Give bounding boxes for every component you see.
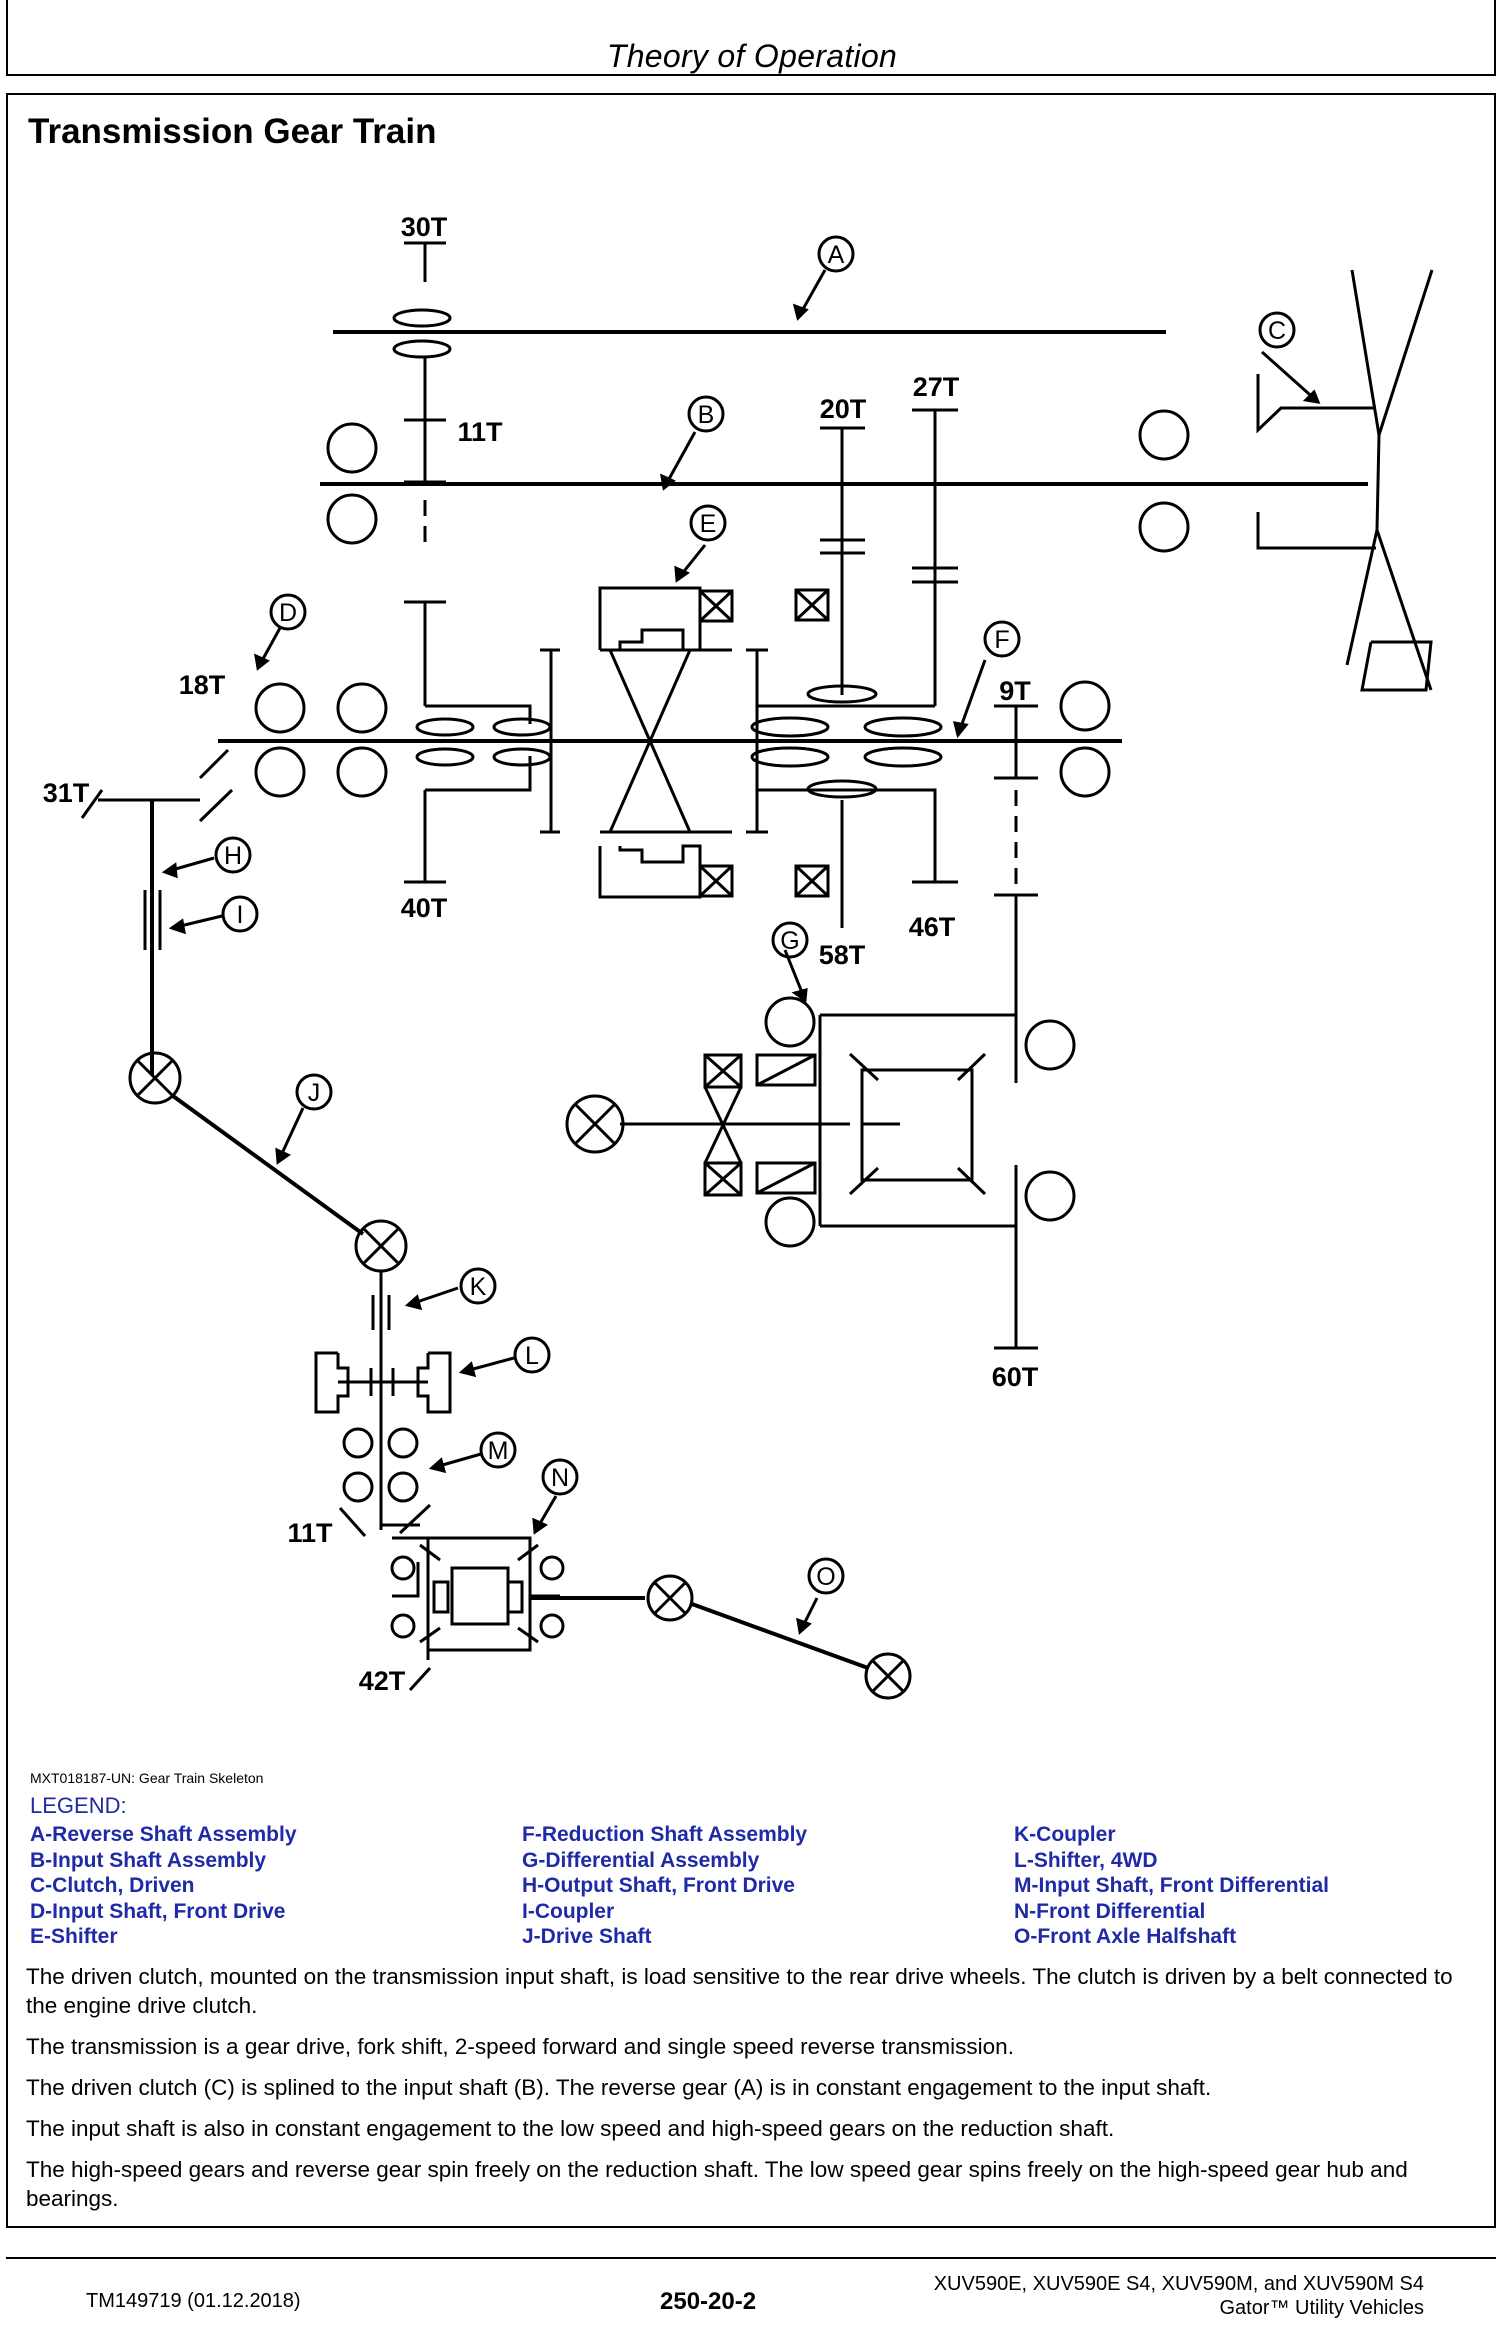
footer-product-line: Gator™ Utility Vehicles xyxy=(1219,2297,1424,2319)
footer-models-line: XUV590E, XUV590E S4, XUV590M, and XUV590… xyxy=(933,2273,1424,2295)
section-title: Transmission Gear Train xyxy=(28,112,437,151)
legend-item: D-Input Shaft, Front Drive xyxy=(30,1899,286,1923)
callout-e-label: E xyxy=(700,510,717,538)
gear-label-11t-top: 11T xyxy=(457,417,503,447)
callout-h-label: H xyxy=(224,842,242,870)
callout-o-label: O xyxy=(816,1563,835,1591)
gear-label-31t: 31T xyxy=(43,778,90,808)
page-header-title: Theory of Operation xyxy=(606,38,898,74)
legend-column-2: F-Reduction Shaft Assembly G-Differentia… xyxy=(522,1822,807,1950)
gear-label-58t: 58T xyxy=(819,940,866,970)
legend-heading: LEGEND: xyxy=(30,1793,127,1818)
gear-label-20t: 20T xyxy=(820,394,867,424)
callout-j-label: J xyxy=(308,1079,321,1107)
callout-b-label: B xyxy=(698,401,715,429)
shifter-upper xyxy=(598,586,702,652)
legend-item: F-Reduction Shaft Assembly xyxy=(522,1823,808,1846)
body-paragraph: The driven clutch (C) is splined to the … xyxy=(26,2075,1212,2100)
legend-item: J-Drive Shaft xyxy=(522,1925,652,1948)
callout-d-label: D xyxy=(279,599,297,627)
body-text: The driven clutch, mounted on the transm… xyxy=(26,1962,1486,2225)
legend-item: H-Output Shaft, Front Drive xyxy=(522,1874,795,1897)
legend-item: A-Reverse Shaft Assembly xyxy=(30,1823,297,1846)
gear-label-27t: 27T xyxy=(913,372,960,402)
gear-label-30t: 30T xyxy=(401,212,448,242)
callout-g-label: G xyxy=(780,927,799,955)
gear-label-18t: 18T xyxy=(179,670,226,700)
gear-label-46t: 46T xyxy=(909,912,956,942)
legend-item: B-Input Shaft Assembly xyxy=(30,1848,267,1872)
callout-c-label: C xyxy=(1268,317,1286,345)
legend-column-3: K-Coupler L-Shifter, 4WD M-Input Shaft, … xyxy=(1014,1822,1329,1950)
footer-doc-id: TM149719 (01.12.2018) xyxy=(86,2290,301,2312)
content-frame xyxy=(6,93,1496,2228)
callout-a-label: A xyxy=(828,241,845,269)
body-paragraph: The driven clutch, mounted on the transm… xyxy=(26,1964,1453,2018)
legend-item: M-Input Shaft, Front Differential xyxy=(1014,1874,1329,1897)
legend-item: O-Front Axle Halfshaft xyxy=(1014,1925,1237,1948)
footer-models: XUV590E, XUV590E S4, XUV590M, and XUV590… xyxy=(934,2272,1424,2320)
body-paragraph: The transmission is a gear drive, fork s… xyxy=(26,2034,1014,2059)
footer-divider xyxy=(6,2257,1496,2259)
gear-label-9t: 9T xyxy=(999,676,1031,706)
header-frame xyxy=(6,0,1496,76)
gear-label-11t-bottom: 11T xyxy=(287,1518,333,1548)
callout-n-label: N xyxy=(551,1464,569,1492)
gear-train-diagram: A C B D E F G H I J K L M N O 30T 11T 20… xyxy=(43,212,1434,1700)
driven-clutch-upper xyxy=(1256,374,1376,434)
gear-label-42t: 42T xyxy=(359,1666,406,1696)
legend-item: N-Front Differential xyxy=(1014,1899,1206,1923)
legend-item: E-Shifter xyxy=(30,1925,118,1948)
legend-item: G-Differential Assembly xyxy=(522,1848,760,1872)
legend-item: K-Coupler xyxy=(1014,1823,1116,1846)
callout-i-label: I xyxy=(237,901,244,929)
footer-page-number: 250-20-2 xyxy=(660,2288,757,2315)
callout-m-label: M xyxy=(488,1437,509,1465)
callout-l-label: L xyxy=(525,1342,539,1370)
body-paragraph: The high-speed gears and reverse gear sp… xyxy=(26,2157,1408,2211)
callout-f-label: F xyxy=(994,626,1009,654)
legend-item: C-Clutch, Driven xyxy=(30,1874,195,1897)
callout-k-label: K xyxy=(470,1273,487,1301)
legend-item: I-Coupler xyxy=(522,1899,615,1923)
legend-item: L-Shifter, 4WD xyxy=(1014,1848,1158,1872)
figure-id: MXT018187-UN: Gear Train Skeleton xyxy=(30,1770,264,1786)
body-paragraph: The input shaft is also in constant enga… xyxy=(26,2116,1115,2141)
callout-a-circle xyxy=(817,235,855,273)
legend-column-1: A-Reverse Shaft Assembly B-Input Shaft A… xyxy=(30,1822,297,1950)
gear-label-40t: 40T xyxy=(401,893,448,923)
gear-label-60t: 60T xyxy=(992,1362,1039,1392)
